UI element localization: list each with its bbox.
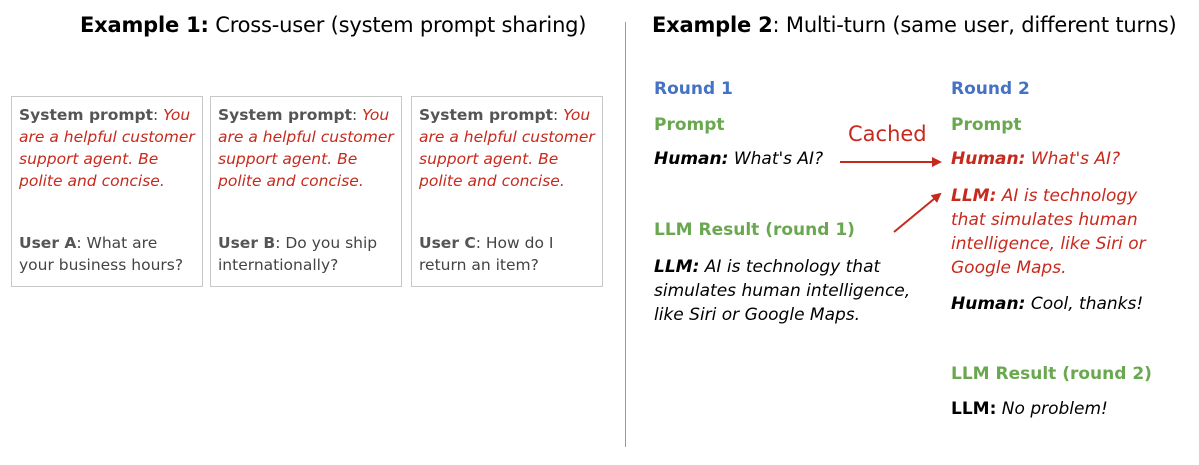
- round1-prompt-label: Prompt: [654, 115, 725, 135]
- card-user-b: System prompt: You are a helpful custome…: [210, 96, 402, 287]
- section-divider: [625, 22, 626, 447]
- round1-title: Round 1: [654, 79, 733, 99]
- card-user-c: System prompt: You are a helpful custome…: [411, 96, 603, 287]
- round2-result-label: LLM Result (round 2): [951, 364, 1152, 384]
- round2-title: Round 2: [951, 79, 1030, 99]
- round1-llm-line: LLM: AI is technology that simulates hum…: [654, 257, 911, 325]
- example1-heading-bold: Example 1:: [80, 13, 209, 37]
- round2-prompt-label: Prompt: [951, 115, 1022, 135]
- round2-llm2-line: LLM: No problem!: [951, 399, 1108, 419]
- round2-human2-line: Human: Cool, thanks!: [951, 294, 1144, 314]
- arrow-llm-icon: [893, 192, 942, 233]
- system-prompt-text: System prompt: You are a helpful custome…: [218, 106, 394, 190]
- card-user-a: System prompt: You are a helpful custome…: [11, 96, 203, 287]
- round1-human-line: Human: What's AI?: [654, 149, 824, 169]
- system-prompt-text: System prompt: You are a helpful custome…: [19, 106, 195, 190]
- example2-heading-bold: Example 2: [652, 13, 773, 37]
- round2-llm-line: LLM: AI is technology that simulates hum…: [951, 186, 1146, 278]
- user-message: User C: How do I return an item?: [419, 234, 554, 274]
- user-message: User A: What are your business hours?: [19, 234, 184, 274]
- example1-heading-rest: Cross-user (system prompt sharing): [208, 13, 587, 37]
- cached-label: Cached: [848, 122, 927, 146]
- example2-heading: Example 2: Multi-turn (same user, differ…: [652, 13, 1177, 37]
- user-message: User B: Do you ship internationally?: [218, 234, 378, 274]
- system-prompt-text: System prompt: You are a helpful custome…: [419, 106, 595, 190]
- example1-heading: Example 1: Cross-user (system prompt sha…: [80, 13, 587, 37]
- example2-heading-rest: : Multi-turn (same user, different turns…: [772, 13, 1177, 37]
- round1-result-label: LLM Result (round 1): [654, 220, 855, 240]
- round2-human-line: Human: What's AI?: [951, 149, 1121, 169]
- cached-arrows: [840, 157, 942, 233]
